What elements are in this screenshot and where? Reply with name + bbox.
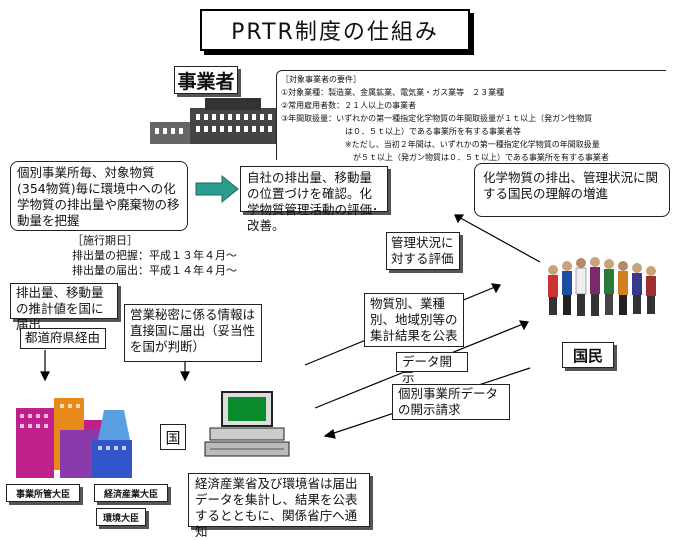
schedule-line: 排出量の届出：平成１４年４月～ [72,264,237,277]
conditions-line: は０．５ｔ以上）である事業所を有する事業者等 [281,127,521,136]
schedule-line: 排出量の把握：平成１３年４月～ [72,249,237,262]
own-evaluation-box: 自社の排出量、移動量の位置づけを確認。化学物質管理活動の評価･改善。 [240,166,388,233]
via-prefecture-box: 都道府県経由 [20,328,106,349]
grasp-box: 個別事業所毎、対象物質(354物質)毎に環境中への化学物質の排出量や廃棄物の移動… [10,161,188,231]
schedule-heading: ［施行期日］ [72,234,138,247]
public-label: 国民 [562,342,614,368]
disclosure-request-box: 個別事業所データの開示請求 [392,384,510,420]
page-title: PRTR制度の仕組み [200,9,470,51]
people-icon [548,257,656,316]
conditions-heading: ［対象事業者の要件］ [281,75,361,84]
confidential-info-box: 営業秘密に係る情報は直接国に届出（妥当性を国が判断） [124,304,262,362]
publish-results-box: 物質別、業種別、地域別等の集計結果を公表 [364,293,464,347]
data-disclosure-box: データ開示 [396,352,468,385]
conditions-line: ①対象業種：製造業、金属鉱業、電気業・ガス業等 ２３業種 [281,88,505,97]
buildings-icon [16,398,132,478]
conditions-line: ③年間取扱量：いずれかの第一種指定化学物質の年間取扱量が１ｔ以上（発ガン性物質 [281,114,593,123]
conditions-line: が５ｔ以上（発ガン物質は０．５ｔ以上）である事業所を有する事業者 [281,153,609,162]
report-to-state-box: 排出量、移動量の推計値を国に届出 [10,283,118,332]
conditions-line: ②常用雇用者数：２１人以上の事業者 [281,101,417,110]
business-label: 事業者 [174,66,238,94]
state-label: 国 [160,424,186,450]
teal-arrow-icon [195,174,239,204]
management-evaluation-box: 管理状況に対する評価 [386,232,460,270]
conditions-line: ※ただし、当初２年間は、いずれかの第一種指定化学物質の年間取扱量 [281,140,600,149]
ministry-label: 環境大臣 [96,508,146,526]
factory-icon [150,98,276,144]
ministry-label: 経済産業大臣 [94,484,168,502]
eligibility-conditions: ［対象事業者の要件］ ①対象業種：製造業、金属鉱業、電気業・ガス業等 ２３業種 … [276,70,666,162]
ministry-label: 事業所管大臣 [6,484,80,502]
schedule: ［施行期日］ 排出量の把握：平成１３年４月～ 排出量の届出：平成１４年４月～ [72,233,262,278]
computer-icon [204,391,290,457]
public-understanding-box: 化学物質の排出、管理状況に関する国民の理解の増進 [474,163,670,217]
ministry-note-box: 経済産業省及び環境省は届出データを集計し、結果を公表するとともに、関係省庁へ通知 [188,473,370,539]
